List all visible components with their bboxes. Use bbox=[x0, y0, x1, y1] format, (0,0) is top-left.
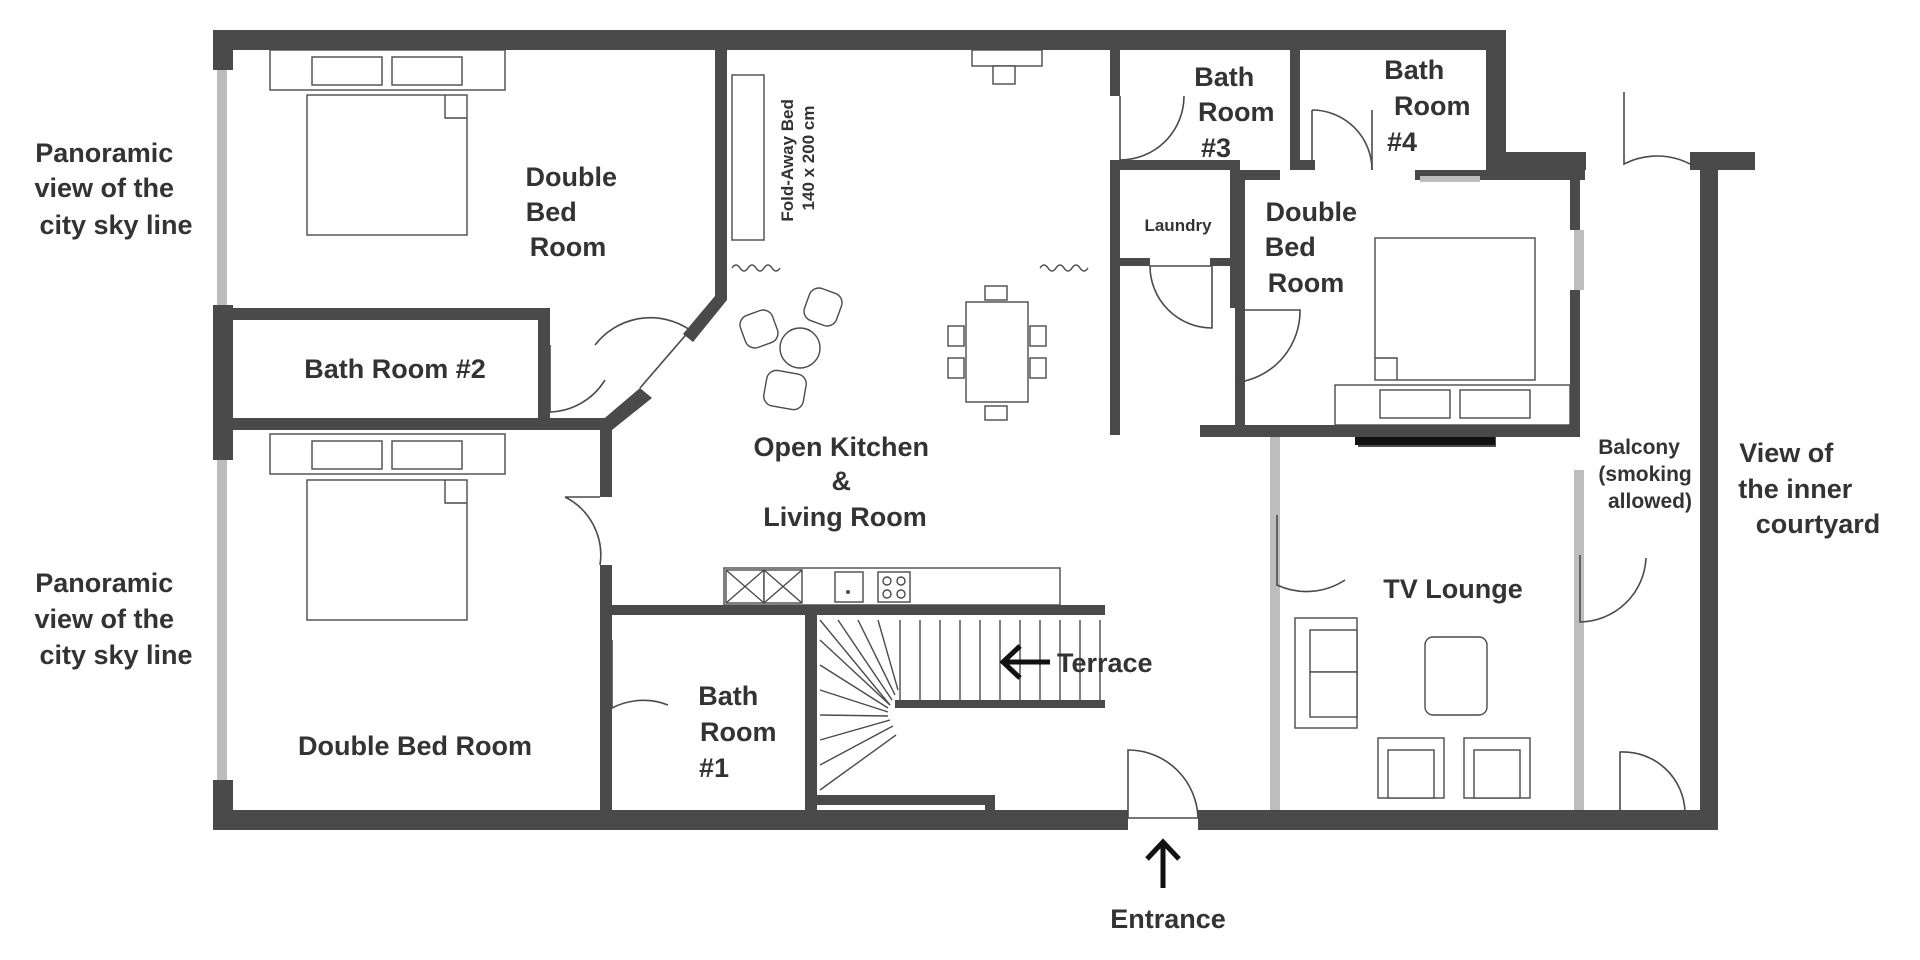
label-view-top-left: Panoramic view of the city sky line bbox=[34, 138, 192, 240]
bed-bottom-left bbox=[269, 433, 506, 621]
label-bath-2: Bath Room #2 bbox=[304, 354, 486, 384]
kitchen-counter bbox=[723, 567, 1061, 606]
entrance-marker: Entrance bbox=[1110, 838, 1226, 934]
label-terrace: Terrace bbox=[1057, 648, 1153, 678]
label-double-bed-right: Double Bed Room bbox=[1265, 197, 1365, 298]
dining-table bbox=[947, 285, 1047, 421]
walls bbox=[213, 30, 1755, 830]
up-arrow-icon bbox=[1145, 838, 1181, 888]
room-labels: Double Bed Room Bath Room #2 Double Bed … bbox=[298, 55, 1697, 783]
left-arrow-icon bbox=[999, 644, 1050, 680]
label-bath-3: Bath Room #3 bbox=[1194, 62, 1282, 163]
label-balcony: Balcony (smoking allowed) bbox=[1598, 436, 1697, 513]
label-bath-1: Bath Room #1 bbox=[698, 681, 784, 783]
label-view-bottom-left: Panoramic view of the city sky line bbox=[34, 568, 192, 670]
label-double-bed-top-left: Double Bed Room bbox=[525, 162, 624, 262]
bed-right bbox=[1334, 237, 1571, 426]
label-fold-away-bed: Fold-Away Bed 140 x 200 cm bbox=[778, 94, 818, 221]
windows bbox=[217, 70, 1584, 810]
furniture bbox=[269, 49, 1571, 799]
view-labels: Panoramic view of the city sky line Pano… bbox=[34, 138, 1880, 670]
label-kitchen-living: Open Kitchen & Living Room bbox=[753, 432, 936, 532]
label-bath-4: Bath Room #4 bbox=[1384, 55, 1478, 157]
bed-top-left bbox=[269, 49, 506, 236]
lounge-chairs bbox=[739, 287, 843, 411]
label-double-bed-bottom-left: Double Bed Room bbox=[298, 731, 532, 761]
terrace-marker: Terrace bbox=[999, 644, 1153, 680]
label-view-right: View of the inner courtyard bbox=[1738, 438, 1880, 539]
tv-lounge-furniture bbox=[1294, 617, 1531, 799]
label-laundry: Laundry bbox=[1144, 216, 1212, 235]
doors bbox=[549, 92, 1691, 819]
label-entrance: Entrance bbox=[1110, 904, 1226, 934]
label-tv-lounge: TV Lounge bbox=[1383, 574, 1522, 604]
